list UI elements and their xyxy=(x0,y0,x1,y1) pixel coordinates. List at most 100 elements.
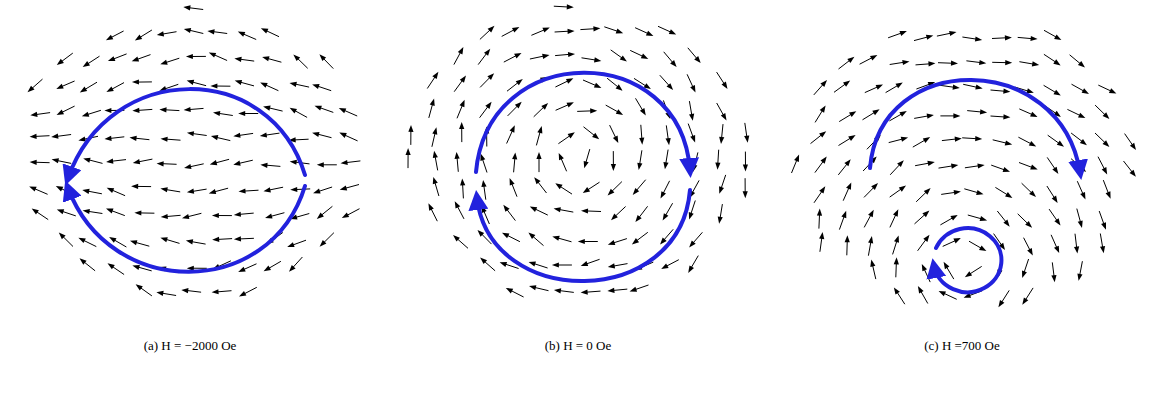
spin-arrow-head xyxy=(583,187,590,193)
spin-arrow-head xyxy=(743,165,748,172)
spin-arrow-head xyxy=(210,83,217,88)
spin-arrow-head xyxy=(944,262,950,269)
spin-arrow-head xyxy=(187,80,195,85)
spin-arrow-head xyxy=(290,108,297,114)
spin-arrow-head xyxy=(211,135,218,140)
spin-arrow-head xyxy=(481,180,486,187)
spin-arrow-head xyxy=(821,157,827,164)
spin-arrow-head xyxy=(661,263,668,269)
spin-arrow-head xyxy=(161,137,168,142)
spin-arrow-head xyxy=(555,183,562,189)
spin-arrow-head xyxy=(59,232,66,239)
spin-arrow-head xyxy=(234,57,241,62)
spin-arrow-head xyxy=(514,53,521,59)
spin-arrow-head xyxy=(849,111,856,117)
spin-arrow-head xyxy=(515,102,522,109)
spin-arrow-head xyxy=(955,137,962,142)
spin-arrow-head xyxy=(56,84,63,89)
spin-arrow-head xyxy=(611,164,616,171)
spin-arrow-head xyxy=(312,132,319,137)
spin-arrow-head xyxy=(264,187,271,192)
spin-arrow-head xyxy=(1022,298,1028,305)
spin-arrow-head xyxy=(529,262,536,267)
spin-arrows xyxy=(792,30,1137,307)
spin-arrow-head xyxy=(341,160,348,165)
spin-arrow-head xyxy=(567,4,574,9)
spin-arrow-head xyxy=(78,136,85,141)
spin-arrow-head xyxy=(611,214,618,221)
panel-caption-holder: (b) H = 0 Oe xyxy=(428,336,728,354)
spin-arrow-head xyxy=(1030,36,1037,41)
spin-arrow-head xyxy=(52,158,59,163)
spin-arrow-head xyxy=(408,125,413,132)
spin-arrow-head xyxy=(82,112,90,117)
spin-arrow-head xyxy=(290,187,297,192)
spin-arrow-head xyxy=(608,263,615,268)
spin-arrow-head xyxy=(156,291,163,296)
spin-arrow-head xyxy=(238,267,246,272)
spin-arrow-head xyxy=(1029,190,1036,197)
spin-arrow-head xyxy=(893,209,898,216)
spin-arrow-head xyxy=(106,35,113,41)
spin-arrow-head xyxy=(133,159,140,164)
spin-arrow-head xyxy=(819,186,825,193)
spin-arrow-head xyxy=(209,189,216,194)
spin-arrow-head xyxy=(289,265,296,272)
spin-arrow-head xyxy=(1003,167,1010,172)
spin-arrow-head xyxy=(207,29,214,34)
spin-arrow-head xyxy=(918,286,924,293)
spin-arrow-head xyxy=(186,239,193,244)
spin-arrows xyxy=(406,4,750,297)
spin-arrow-head xyxy=(262,56,269,61)
spin-arrow-head xyxy=(592,133,599,139)
spin-arrow-head xyxy=(923,235,929,242)
spin-arrow-head xyxy=(744,135,749,142)
spin-arrow-head xyxy=(819,131,826,137)
spin-arrow-head xyxy=(581,208,588,213)
spin-arrow-head xyxy=(590,108,597,113)
spin-arrow-head xyxy=(581,290,588,295)
spin-arrow-head xyxy=(566,78,573,83)
spin-arrow-head xyxy=(106,159,113,164)
spin-arrow-head xyxy=(30,112,37,117)
spin-arrow-head xyxy=(666,138,671,145)
spin-arrow-head xyxy=(897,160,904,167)
spin-arrow-head xyxy=(870,260,875,267)
spin-arrow-head xyxy=(29,186,37,191)
spin-arrow-head xyxy=(1054,246,1059,253)
spin-arrow-head xyxy=(480,154,485,162)
spin-arrow-head xyxy=(1027,248,1033,255)
spin-arrow-head xyxy=(132,265,140,270)
spin-arrow-head xyxy=(689,240,696,247)
spin-arrow-head xyxy=(868,210,874,217)
flow-arrow xyxy=(870,80,1080,172)
panel-caption: (a) H = −2000 Oe xyxy=(144,338,237,353)
spin-arrow-head xyxy=(132,57,139,62)
spin-arrow-head xyxy=(233,133,240,138)
spin-arrows xyxy=(28,5,361,296)
spin-arrow-head xyxy=(924,188,931,195)
spin-arrow-head xyxy=(902,60,909,65)
spin-arrow-head xyxy=(694,56,701,63)
spin-arrow-head xyxy=(480,258,487,265)
spin-arrow-head xyxy=(109,237,116,243)
spin-arrow-head xyxy=(529,285,536,290)
spin-arrow-head xyxy=(430,99,435,106)
spin-arrow-head xyxy=(132,108,139,113)
spin-arrow-head xyxy=(487,73,494,80)
spin-arrow-head xyxy=(290,82,297,87)
spin-arrow-head xyxy=(841,211,846,219)
spin-arrow-head xyxy=(80,87,87,93)
spin-arrow-head xyxy=(1102,167,1108,174)
flow-arrow xyxy=(477,190,690,281)
spin-arrow-head xyxy=(1078,221,1083,228)
spin-arrow-head xyxy=(1003,114,1010,119)
spin-arrow-head xyxy=(460,76,466,83)
spin-arrow-head xyxy=(1074,246,1079,253)
spin-arrow-head xyxy=(669,29,676,34)
spin-arrow-head xyxy=(160,237,167,242)
spin-arrow-head xyxy=(1052,167,1058,174)
spin-arrow-head xyxy=(660,238,667,245)
spin-arrow-head xyxy=(980,216,988,221)
spin-arrow-head xyxy=(238,32,246,37)
